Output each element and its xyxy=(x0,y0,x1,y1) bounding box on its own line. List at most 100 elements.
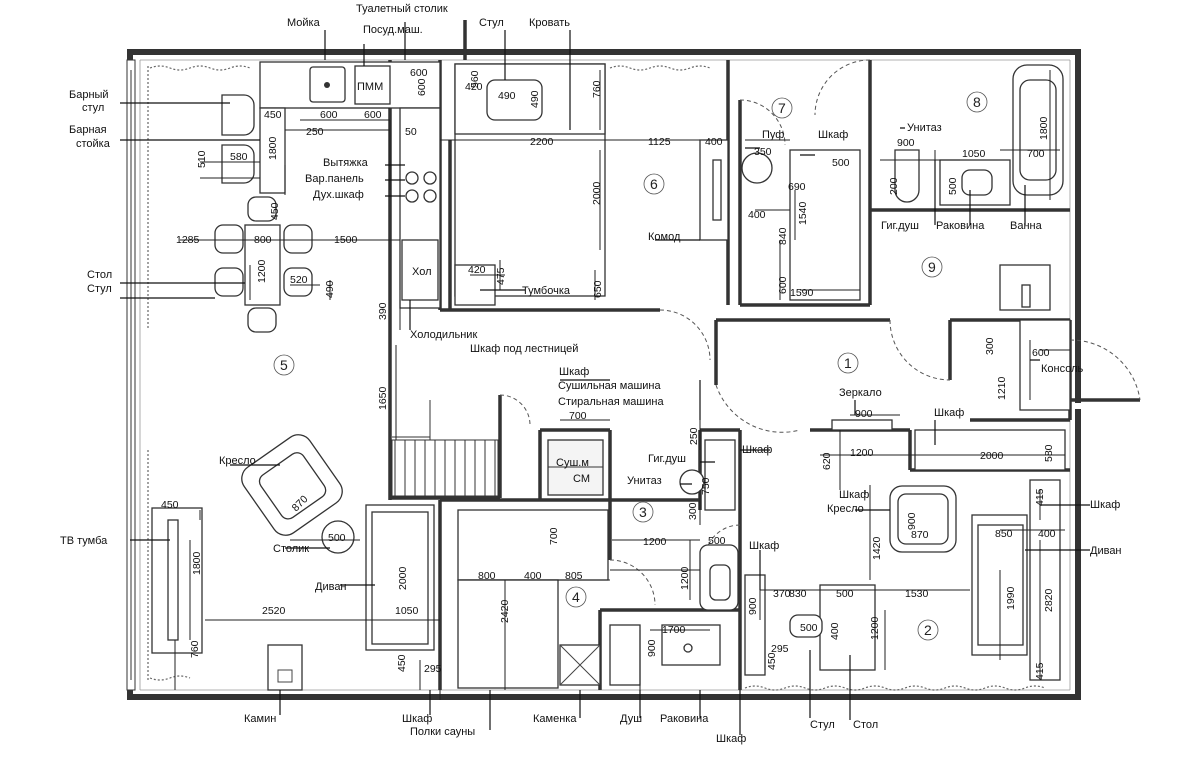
dimension-value: 490 xyxy=(498,90,516,102)
room-number-circle xyxy=(565,586,587,608)
dimension-value: 300 xyxy=(984,337,996,355)
dimension-value: 800 xyxy=(254,234,272,246)
dimension-value: 490 xyxy=(324,280,336,298)
dimension-value: 900 xyxy=(906,512,918,530)
dimension-value: 800 xyxy=(478,570,496,582)
dimension-value: 1420 xyxy=(871,536,883,560)
dimension-value: 420 xyxy=(468,264,486,276)
label-var_panel: Вар.панель xyxy=(305,173,364,185)
dimension-value: 900 xyxy=(646,639,658,657)
label-shkaf_pod_lest: Шкаф под лестницей xyxy=(470,343,578,355)
label-dush: Душ xyxy=(620,713,642,725)
label-pmm: ПММ xyxy=(357,81,383,93)
room-number: 3 xyxy=(639,504,647,520)
dimension-value: 1200 xyxy=(256,259,268,283)
label-gig_dush_8: Гиг.душ xyxy=(881,220,919,232)
dimension-value: 350 xyxy=(754,146,772,158)
dimension-value: 250 xyxy=(688,427,700,445)
dimension-value: 760 xyxy=(189,640,201,658)
dimension-value: 390 xyxy=(377,302,389,320)
label-polki_sauny: Полки сауны xyxy=(410,726,475,738)
furniture xyxy=(151,61,1071,691)
dimension-value: 450 xyxy=(396,654,408,672)
label-shkaf_3: Шкаф xyxy=(742,444,772,456)
label-stolik: Столик xyxy=(273,543,309,555)
dimension-value: 200 xyxy=(888,177,900,195)
room-number-circle xyxy=(771,97,793,119)
dimension-value: 1700 xyxy=(662,624,686,636)
dimension-value: 1540 xyxy=(797,201,809,225)
label-duh_shkaf: Дух.шкаф xyxy=(313,189,364,201)
label-komod: Комод xyxy=(648,231,681,243)
label-vytyazhka: Вытяжка xyxy=(323,157,369,169)
label-tualet_stolik: Туалетный столик xyxy=(356,3,448,15)
label-shkaf_hall: Шкаф xyxy=(934,407,964,419)
label-unitaz_8: Унитаз xyxy=(907,122,942,134)
dimension-value: 2000 xyxy=(397,566,409,590)
label-shkaf_7: Шкаф xyxy=(818,129,848,141)
dimension-value: 520 xyxy=(290,274,308,286)
dimension-value: 700 xyxy=(569,410,587,422)
room-number: 1 xyxy=(844,355,852,371)
label-rakovina_4: Раковина xyxy=(660,713,709,725)
dimension-value: 900 xyxy=(897,137,915,149)
label-posud_mash: Посуд.маш. xyxy=(363,24,423,36)
label-rakovina_8: Раковина xyxy=(936,220,985,232)
dimension-value: 370 xyxy=(773,588,791,600)
room-number-circle xyxy=(917,619,939,641)
label-unitaz_3: Унитаз xyxy=(627,475,662,487)
label-kreslo_5: Кресло xyxy=(219,455,256,467)
label-barny_stul_1: Барный xyxy=(69,89,109,101)
dimension-value: 475 xyxy=(495,267,507,285)
label-kamin: Камин xyxy=(244,713,276,725)
dimension-value: 450 xyxy=(766,652,778,670)
label-barnaya_stoyka_2: стойка xyxy=(76,138,111,150)
dimension-value: 1050 xyxy=(962,148,986,160)
dimension-value: 1500 xyxy=(334,234,358,246)
dimension-value: 850 xyxy=(995,528,1013,540)
dimension-value: 600 xyxy=(364,109,382,121)
dimension-value: 1530 xyxy=(905,588,929,600)
dimension-value: 600 xyxy=(1032,347,1050,359)
dimension-value: 490 xyxy=(529,90,541,108)
dimension-value: 650 xyxy=(592,280,604,298)
dimension-value: 1125 xyxy=(648,136,671,148)
label-barny_stul_2: стул xyxy=(82,102,104,114)
dimension-value: 750 xyxy=(700,477,712,495)
dimension-value: 600 xyxy=(320,109,338,121)
label-sush_m: Суш.м xyxy=(556,457,589,469)
label-sushilnaya: Сушильная машина xyxy=(558,380,661,392)
dimension-value: 2520 xyxy=(262,605,286,617)
dimension-value: 500 xyxy=(947,177,959,195)
dimension-value: 1200 xyxy=(850,447,874,459)
dimension-value: 400 xyxy=(1038,528,1056,540)
dimension-value: 510 xyxy=(196,150,208,168)
dimension-value: 2820 xyxy=(1043,588,1055,612)
staircase xyxy=(391,400,499,497)
room-number: 2 xyxy=(924,622,932,638)
dimension-value: 600 xyxy=(410,67,428,79)
label-moyka: Мойка xyxy=(287,17,321,29)
dimension-value: 500 xyxy=(832,157,850,169)
label-divan_2: Диван xyxy=(1090,545,1122,557)
dimension-value: 690 xyxy=(788,181,806,193)
dimension-value: 1650 xyxy=(377,386,389,410)
label-stul_dining: Стул xyxy=(87,283,112,295)
label-shkaf_sauna: Шкаф xyxy=(402,713,432,725)
dimension-value: 400 xyxy=(829,622,841,640)
dimension-value: 1990 xyxy=(1005,586,1017,610)
dimension-value: 1050 xyxy=(395,605,419,617)
label-stul: Стул xyxy=(479,17,504,29)
dimension-value: 500 xyxy=(328,532,346,544)
dimension-value: 1210 xyxy=(996,376,1008,400)
room-number: 9 xyxy=(928,259,936,275)
dimension-value: 250 xyxy=(306,126,324,138)
label-tumbochka: Тумбочка xyxy=(522,285,571,297)
label-kreslo_2: Кресло xyxy=(827,503,864,515)
dimension-value: 1800 xyxy=(267,136,279,160)
label-stiralnaya: Стиральная машина xyxy=(558,396,664,408)
label-shkaf_bottom: Шкаф xyxy=(716,733,746,745)
dimension-value: 2000 xyxy=(591,181,603,205)
dimension-value: 580 xyxy=(1043,444,1055,462)
dimension-value: 805 xyxy=(565,570,583,582)
